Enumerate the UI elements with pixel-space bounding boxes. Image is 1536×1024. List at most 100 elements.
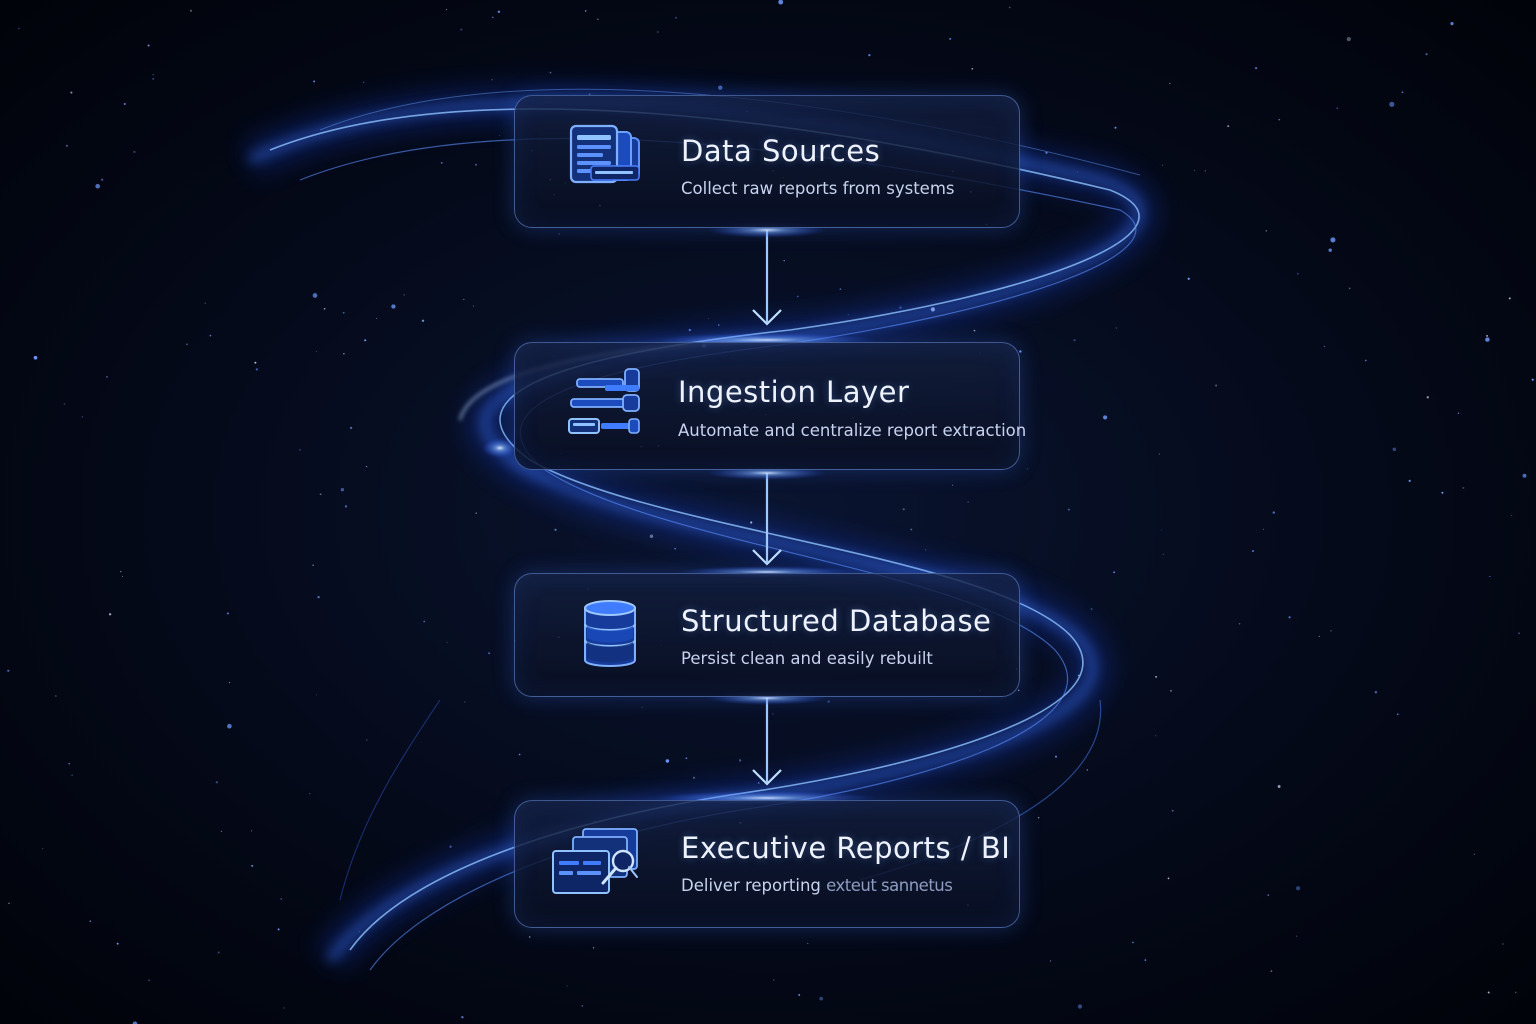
star xyxy=(364,339,367,342)
star xyxy=(973,329,976,332)
star xyxy=(807,942,809,944)
star xyxy=(819,996,824,1001)
star xyxy=(152,74,154,76)
star xyxy=(120,570,122,573)
star xyxy=(1026,468,1029,470)
star xyxy=(797,295,799,298)
pipeline-icon xyxy=(557,367,653,443)
star xyxy=(280,898,282,900)
connector-arrows xyxy=(752,230,782,786)
star xyxy=(1473,853,1476,856)
star xyxy=(1187,277,1190,280)
star xyxy=(839,288,842,290)
step-title: Executive Reports / BI xyxy=(681,831,1011,865)
star xyxy=(499,135,501,137)
star xyxy=(217,951,220,954)
star xyxy=(132,1021,138,1024)
star xyxy=(323,307,326,310)
database-icon xyxy=(557,596,653,672)
star xyxy=(739,759,742,762)
star xyxy=(1171,809,1174,812)
star xyxy=(1296,272,1299,275)
star xyxy=(440,162,443,164)
star xyxy=(656,31,659,33)
star xyxy=(1160,529,1162,531)
star xyxy=(1336,107,1339,110)
star xyxy=(366,739,368,741)
magnifier-report-icon xyxy=(549,825,645,901)
star xyxy=(1090,608,1093,610)
star xyxy=(1227,125,1230,128)
star xyxy=(685,757,688,759)
star xyxy=(1167,877,1170,880)
star xyxy=(1054,755,1058,758)
star xyxy=(148,979,150,982)
star xyxy=(1270,970,1273,972)
star xyxy=(66,144,68,147)
star xyxy=(475,163,477,166)
star xyxy=(344,505,348,508)
star xyxy=(445,8,448,11)
star xyxy=(1318,635,1321,638)
step-card-executive-reports: Executive Reports / BI Deliver reporting… xyxy=(514,800,1020,928)
star xyxy=(925,549,927,551)
star xyxy=(1374,691,1378,694)
star xyxy=(597,18,599,20)
star xyxy=(1169,82,1171,85)
star xyxy=(101,178,104,181)
star xyxy=(363,81,365,83)
star xyxy=(277,928,280,931)
star xyxy=(365,465,368,468)
star xyxy=(81,416,83,418)
star xyxy=(693,776,695,779)
star xyxy=(1426,396,1429,399)
star xyxy=(463,298,465,301)
star xyxy=(718,85,723,90)
star xyxy=(1155,675,1158,678)
star xyxy=(226,612,229,615)
star xyxy=(1485,337,1490,342)
star xyxy=(971,68,974,70)
star xyxy=(665,759,670,763)
star xyxy=(951,484,954,486)
star xyxy=(1277,785,1281,788)
star xyxy=(299,449,301,451)
star xyxy=(518,753,521,756)
star xyxy=(68,762,70,765)
star xyxy=(1278,118,1281,121)
star xyxy=(152,78,154,80)
star xyxy=(147,44,150,47)
star xyxy=(1193,169,1196,171)
star xyxy=(1487,991,1490,994)
star xyxy=(255,368,259,371)
star xyxy=(316,694,317,696)
star xyxy=(472,305,475,307)
star xyxy=(42,848,44,850)
star xyxy=(215,781,218,784)
star xyxy=(1113,571,1116,574)
star xyxy=(1144,959,1147,961)
star xyxy=(105,375,109,378)
star xyxy=(312,293,318,298)
star xyxy=(1346,37,1351,42)
star xyxy=(17,27,20,30)
star xyxy=(1019,350,1022,353)
star xyxy=(343,353,345,355)
star xyxy=(227,723,232,729)
star xyxy=(549,71,552,74)
step-subtitle-faded: exteut sannetus xyxy=(826,876,953,895)
star xyxy=(251,864,254,867)
star xyxy=(312,564,314,566)
star xyxy=(566,985,568,987)
star xyxy=(1077,1004,1083,1009)
step-subtitle: Automate and centralize report extractio… xyxy=(678,421,1027,440)
star xyxy=(1486,334,1488,337)
star xyxy=(220,830,222,833)
star xyxy=(949,37,952,40)
star xyxy=(1288,616,1291,619)
star xyxy=(581,1005,584,1007)
star xyxy=(1348,287,1351,290)
star xyxy=(189,9,193,12)
star xyxy=(1103,415,1108,420)
star xyxy=(641,706,643,708)
